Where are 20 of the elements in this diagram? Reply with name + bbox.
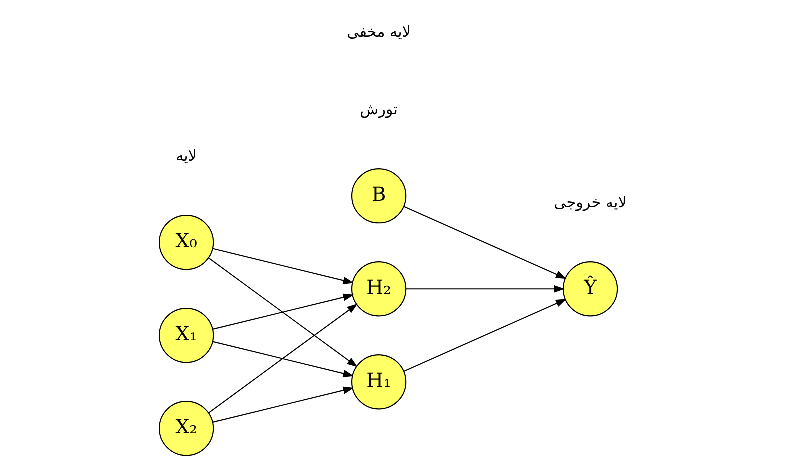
node-circle: X₁ (158, 308, 214, 363)
arrow (208, 257, 358, 367)
node-circle: X₀ (158, 214, 214, 270)
label: لایه خروجی (554, 193, 627, 212)
label: لایه (176, 146, 198, 165)
label: لایه مخفی (347, 22, 412, 40)
node-circle: H₂ (352, 261, 407, 316)
node-circle: H₁ (352, 354, 407, 410)
arrow (406, 284, 565, 292)
label: تورش (360, 100, 398, 118)
arrow (404, 298, 567, 372)
node-circle: B (352, 168, 407, 224)
arrow (212, 293, 354, 330)
node-circle: Ŷ (562, 261, 618, 316)
arrow (212, 386, 354, 422)
arrow (404, 206, 567, 279)
node-circle: X₂ (158, 400, 214, 456)
arrow (208, 303, 358, 413)
arrow (212, 340, 354, 377)
arrow (212, 248, 354, 284)
